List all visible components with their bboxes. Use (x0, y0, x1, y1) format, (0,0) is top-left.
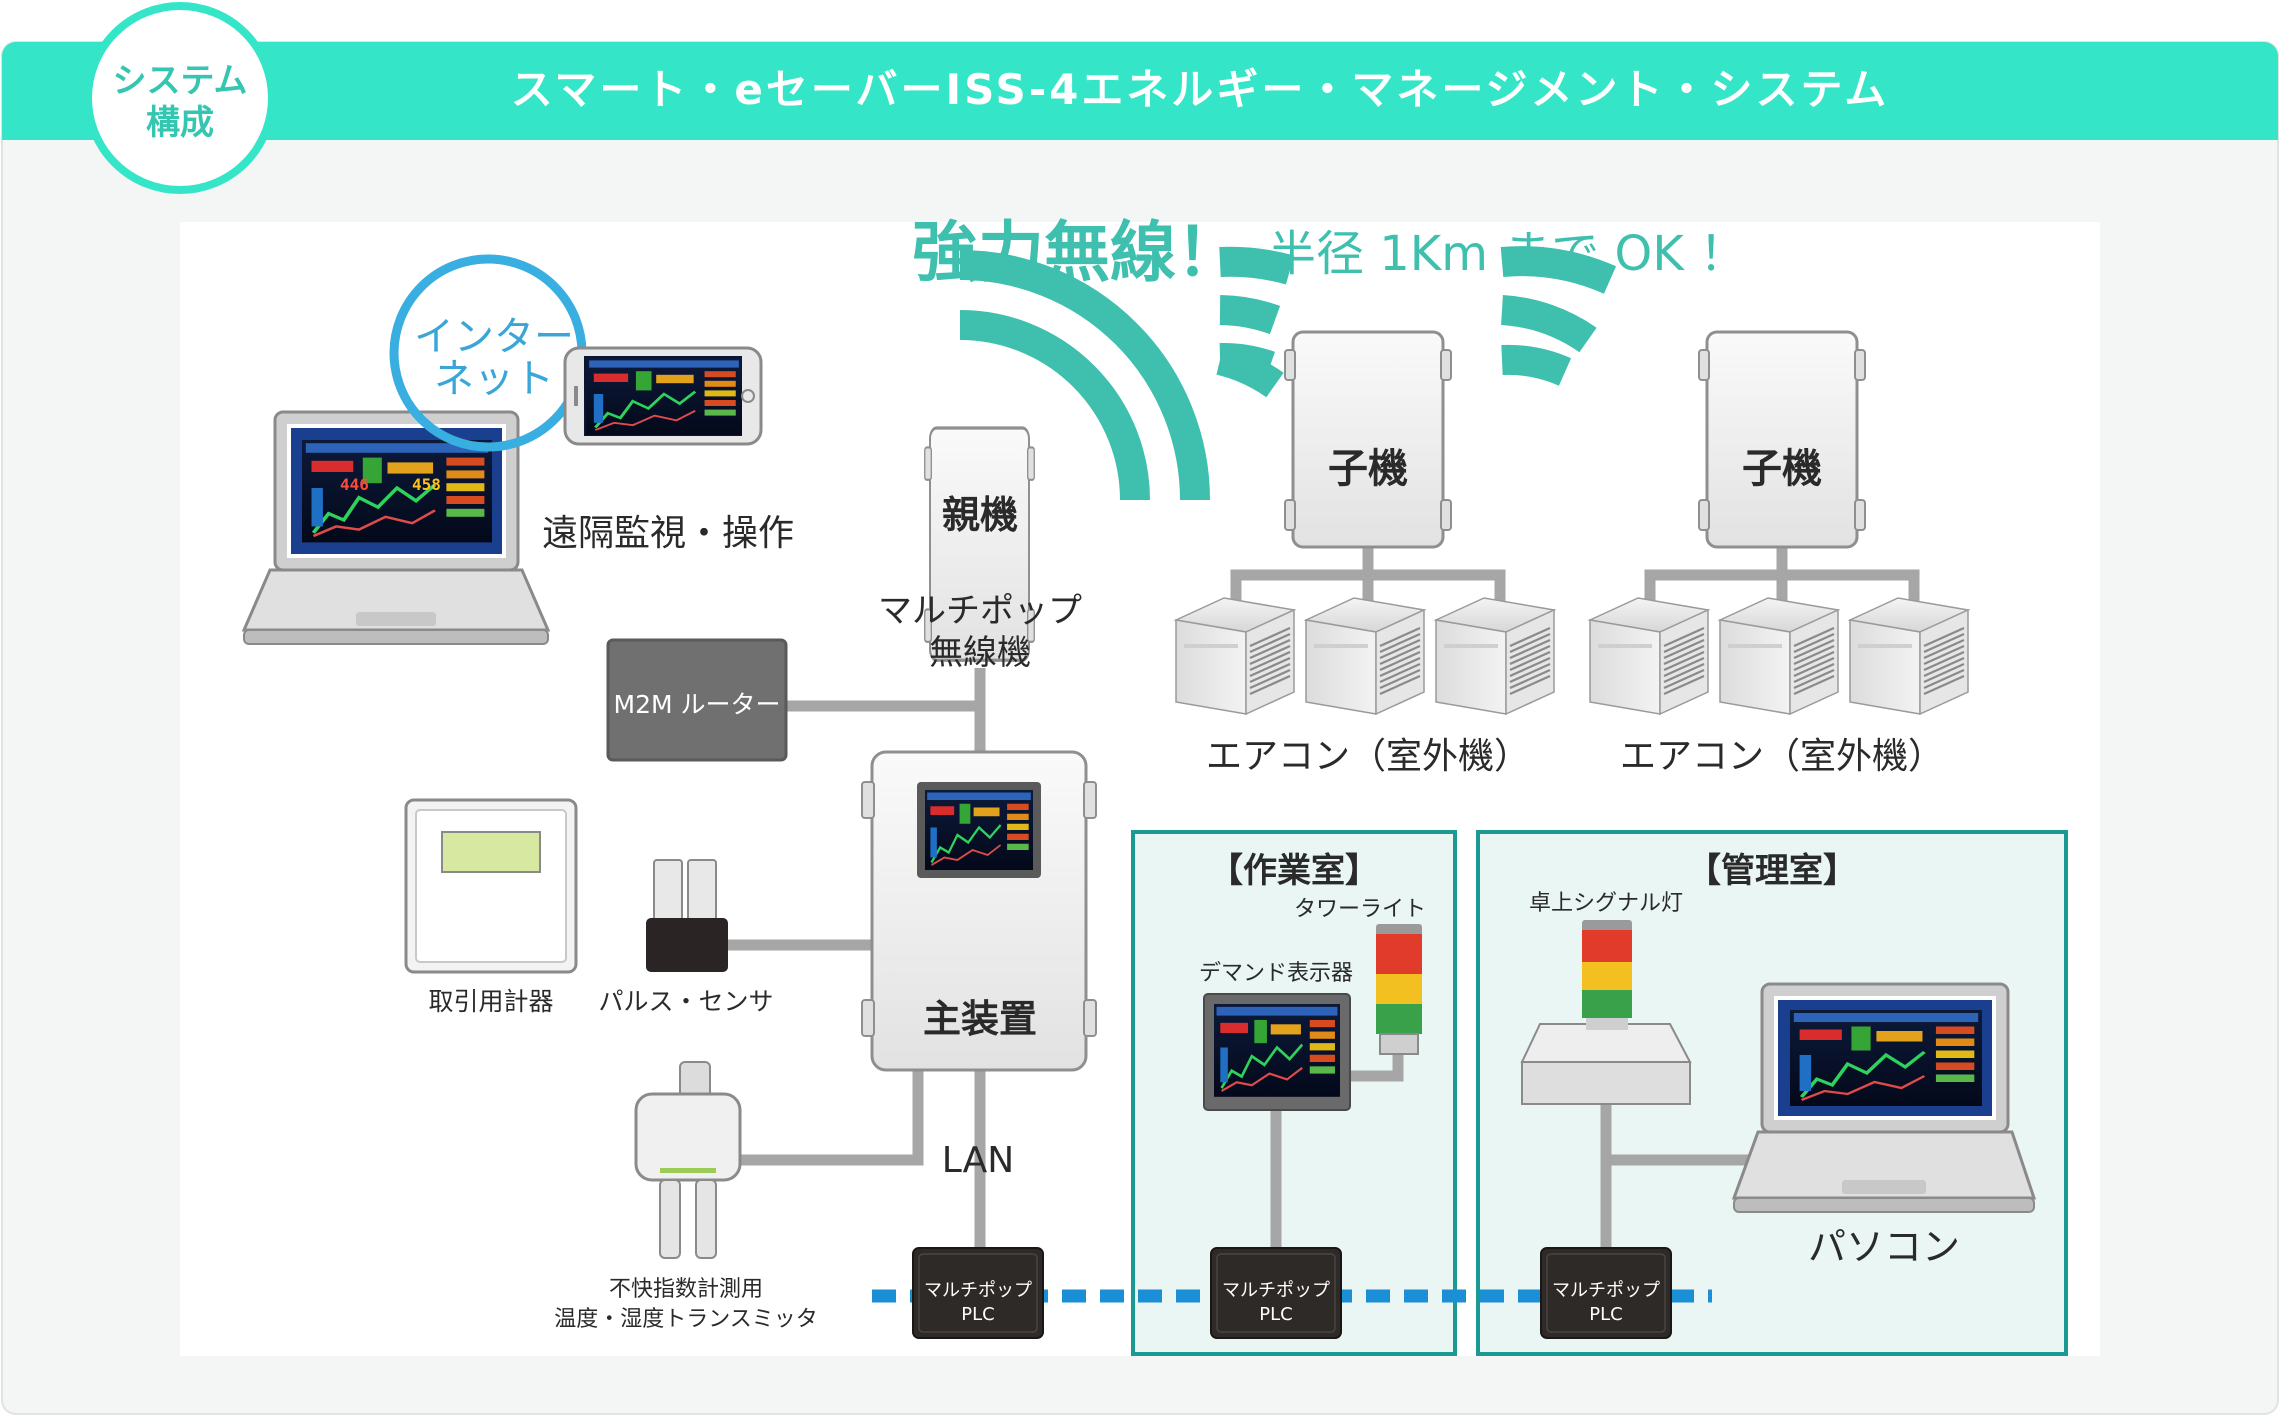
badge-line1: システム (113, 61, 248, 101)
tower-light (1376, 924, 1422, 1055)
demand-display (1203, 993, 1351, 1111)
humidity-transmitter (634, 1061, 742, 1259)
aircon-unit (1848, 596, 1970, 716)
signal-light (1520, 920, 1692, 1105)
control-room-pc (1731, 982, 2037, 1213)
aircon-unit (1304, 596, 1426, 716)
screen-number-right: 458 (412, 475, 441, 494)
badge-line2: 構成 (146, 103, 214, 143)
remote-label: 遠隔監視・操作 (542, 513, 794, 554)
plc-1-line1: マルチポップ (924, 1280, 1032, 1301)
pc-label: パソコン (1808, 1225, 1960, 1269)
header-title: スマート・eセーバーISS-4エネルギー・マネージメント・システム (511, 65, 1890, 114)
wifi-arcs (959, 246, 1617, 501)
header-bar (2, 42, 2278, 140)
meter-label: 取引用計器 (428, 987, 553, 1016)
aircon-unit (1174, 596, 1296, 716)
transaction-meter (404, 798, 578, 974)
demand-display-label: デマンド表示器 (1199, 961, 1353, 986)
parent-unit-label: 親機 (942, 493, 1018, 537)
plc-2-line1: マルチポップ (1222, 1280, 1330, 1301)
headline-strong: 強力無線！ (912, 214, 1242, 291)
pulse-sensor (646, 859, 728, 972)
work-room-title: 【作業室】 (1209, 851, 1379, 891)
transmitter-line1: 不快指数計測用 (609, 1277, 763, 1302)
main-unit (861, 750, 1097, 1072)
plc-3-line2: PLC (1589, 1304, 1622, 1325)
aircon-unit (1718, 596, 1840, 716)
child-unit-2-label: 子機 (1742, 446, 1822, 492)
system-badge (84, 2, 276, 194)
aircon-unit (1588, 596, 1710, 716)
lan-label: LAN (942, 1140, 1014, 1181)
child-unit-1-label: 子機 (1328, 446, 1408, 492)
router-label: M2M ルーター (614, 690, 781, 719)
parent-caption-line1: マルチポップ (878, 591, 1082, 631)
screen-number-left: 446 (340, 475, 369, 494)
internet-line1: インター (414, 314, 574, 360)
child-unit-2 (1697, 330, 1867, 549)
aircon-group-2-label: エアコン（室外機） (1620, 736, 1944, 777)
aircon-group-1-label: エアコン（室外機） (1206, 736, 1530, 777)
remote-laptop (241, 410, 551, 645)
control-room-title: 【管理室】 (1687, 851, 1857, 891)
tower-light-label: タワーライト (1294, 897, 1426, 922)
internet-line2: ネット (434, 356, 554, 402)
plc-3-line1: マルチポップ (1552, 1280, 1660, 1301)
transmitter-line2: 温度・湿度トランスミッタ (554, 1307, 818, 1332)
headline-range: 半径 1Km まで OK ！ (1268, 226, 1747, 282)
aircon-group-2 (1588, 596, 1970, 716)
aircon-unit (1434, 596, 1556, 716)
signal-light-label: 卓上シグナル灯 (1529, 891, 1683, 916)
m2m-router (606, 638, 788, 762)
plc-2-line2: PLC (1259, 1304, 1292, 1325)
pulse-sensor-label: パルス・センサ (598, 987, 773, 1016)
child-unit-1 (1283, 330, 1453, 549)
smartphone (563, 346, 763, 446)
plc-1-line2: PLC (961, 1304, 994, 1325)
main-unit-screen (923, 788, 1035, 872)
aircon-group-1 (1174, 596, 1556, 716)
parent-caption-line2: 無線機 (929, 633, 1031, 673)
main-unit-label: 主装置 (923, 997, 1037, 1041)
